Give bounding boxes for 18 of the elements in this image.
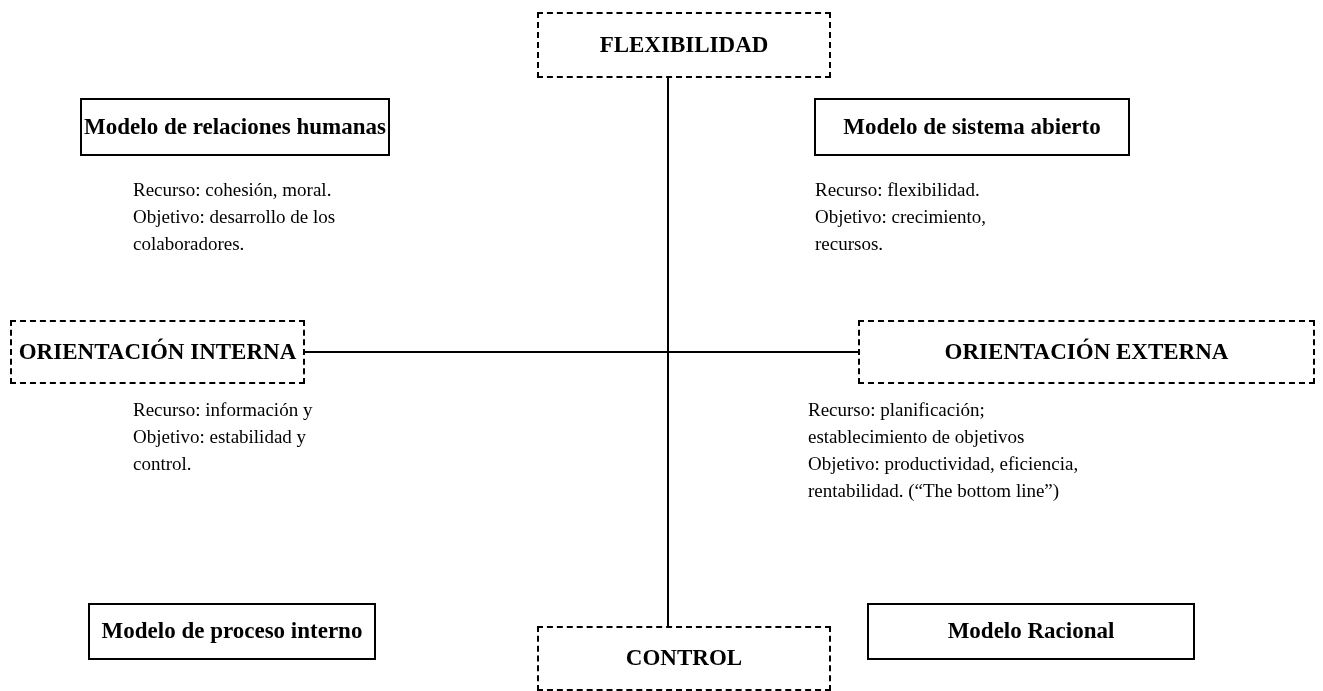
axis-line <box>667 77 669 627</box>
description-text: Objetivo: productividad, eficiencia, rentabilidad. (“The bottom line”) <box>808 452 1080 503</box>
description-text: Recurso: planificación; establecimiento de objetivos <box>808 398 1026 449</box>
axis-pole-box: CONTROL <box>537 626 831 691</box>
description-text: Recurso: flexibilidad. <box>815 178 981 202</box>
model-box: Modelo Racional <box>867 603 1195 660</box>
model-box: Modelo de relaciones humanas <box>80 98 390 156</box>
axis-line <box>304 351 859 353</box>
description-text: Recurso: cohesión, moral. <box>133 178 333 202</box>
model-box: Modelo de proceso interno <box>88 603 376 660</box>
description-text: Objetivo: estabilidad y control. <box>133 425 308 476</box>
axis-pole-box: FLEXIBILIDAD <box>537 12 831 78</box>
description-text: Objetivo: crecimiento, recursos. <box>815 205 987 256</box>
description-text: Recurso: información y <box>133 398 314 422</box>
axis-pole-box: ORIENTACIÓN EXTERNA <box>858 320 1315 384</box>
model-box: Modelo de sistema abierto <box>814 98 1130 156</box>
axis-pole-box: ORIENTACIÓN INTERNA <box>10 320 305 384</box>
description-text: Objetivo: desarrollo de los colaboradores. <box>133 205 337 256</box>
